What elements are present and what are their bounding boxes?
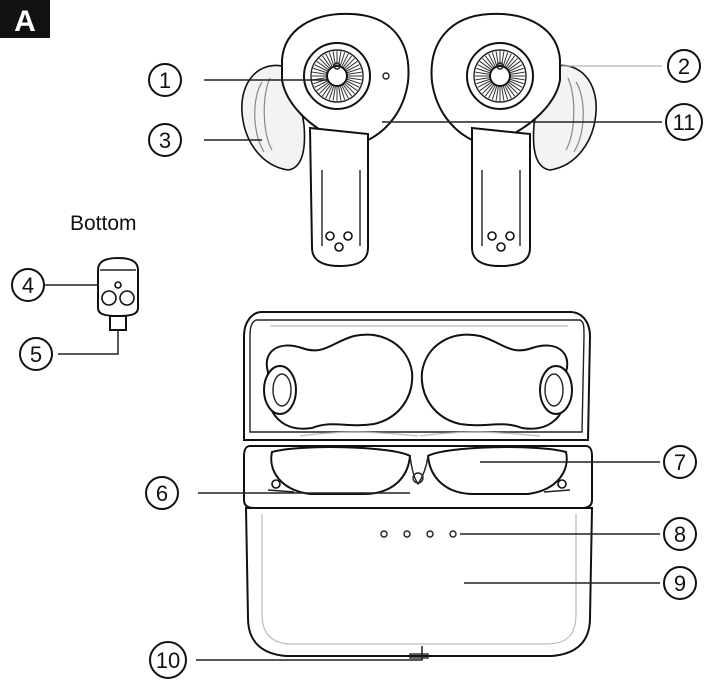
panel-badge: A — [0, 0, 50, 38]
callout-number: 3 — [159, 128, 171, 153]
callout-9: 9 — [664, 567, 696, 599]
callout-11: 11 — [666, 104, 702, 140]
right-contact-1 — [488, 232, 496, 240]
callout-number: 5 — [30, 342, 42, 367]
base-contact-right — [558, 480, 566, 488]
stem-bottom-mic — [115, 282, 121, 288]
callout-number: 9 — [674, 571, 686, 596]
callout-number: 2 — [678, 54, 690, 79]
callout-number: 7 — [674, 450, 686, 475]
callout-1: 1 — [149, 64, 181, 96]
stem-bottom-contact-left — [102, 291, 116, 305]
bottom-heading: Bottom — [70, 212, 137, 235]
right-earbud — [432, 14, 597, 266]
led-indicator-2 — [404, 531, 410, 537]
callout-8: 8 — [664, 518, 696, 550]
base-cavity-left — [271, 447, 410, 494]
left-contact-2 — [344, 232, 352, 240]
base-cavity-right — [428, 447, 567, 494]
charging-case — [244, 312, 592, 658]
base-contact-left — [272, 480, 280, 488]
callout-6: 6 — [146, 477, 178, 509]
left-earbud — [242, 14, 409, 266]
left-mic-hole — [335, 243, 343, 251]
callout-number: 11 — [673, 110, 696, 135]
stem-bottom-tab — [110, 316, 126, 330]
callout-number: 10 — [156, 648, 180, 673]
led-indicator-1 — [381, 531, 387, 537]
callout-7: 7 — [664, 446, 696, 478]
led-indicator-3 — [427, 531, 433, 537]
case-base — [246, 508, 592, 656]
callout-number: 4 — [22, 273, 34, 298]
callout-number: 8 — [674, 522, 686, 547]
callout-number: 1 — [159, 68, 171, 93]
callout-3: 3 — [149, 124, 181, 156]
right-mic-hole — [497, 243, 505, 251]
right-contact-2 — [506, 232, 514, 240]
leader-5 — [58, 330, 118, 354]
stem-bottom-detail — [98, 258, 138, 330]
callout-5: 5 — [20, 338, 52, 370]
callout-number: 6 — [156, 481, 168, 506]
callout-2: 2 — [668, 50, 700, 82]
callout-10: 10 — [150, 642, 186, 678]
led-indicator-4 — [450, 531, 456, 537]
callout-4: 4 — [12, 269, 44, 301]
left-contact-1 — [326, 232, 334, 240]
stem-bottom-contact-right — [120, 291, 134, 305]
badge-letter: A — [14, 5, 36, 38]
